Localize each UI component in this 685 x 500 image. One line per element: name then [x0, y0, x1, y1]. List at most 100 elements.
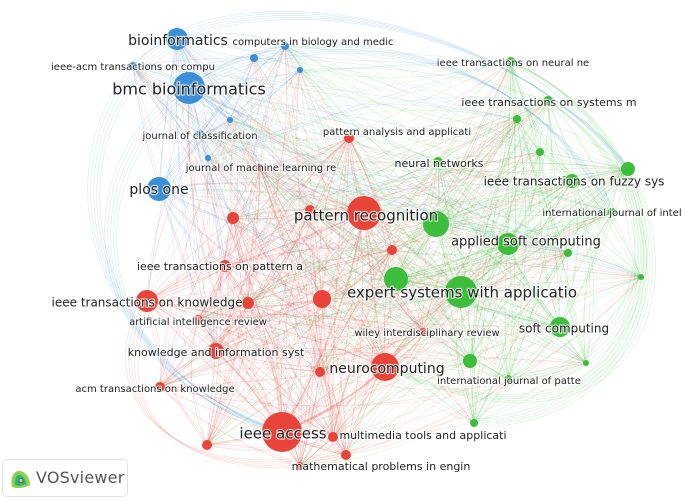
link-edge: [224, 265, 321, 373]
journal-node-ieee-tpami[interactable]: [219, 260, 231, 272]
link-edge: [207, 57, 255, 159]
journal-node-multimedia-tools[interactable]: [328, 432, 338, 442]
link-edge: [284, 45, 518, 120]
link-edge: [199, 69, 301, 135]
journal-node-math-problems[interactable]: [341, 450, 351, 460]
journal-node[interactable]: [305, 205, 315, 215]
link-edge: [176, 38, 475, 424]
journal-node[interactable]: [227, 117, 233, 123]
journal-node[interactable]: [513, 115, 521, 123]
journal-node-int-j-intel[interactable]: [608, 208, 616, 216]
link-edge: [132, 57, 255, 67]
link-edge: [469, 276, 642, 362]
link-edge: [332, 243, 509, 438]
journal-label-j-classification: journal of classification: [141, 131, 257, 142]
edge-layer: [87, 11, 656, 469]
link-edge: [395, 180, 573, 280]
journal-node[interactable]: [536, 148, 544, 156]
journal-node[interactable]: [250, 54, 258, 62]
journal-label-bmc-bioinformatics: bmc bioinformatics: [112, 80, 266, 99]
link-edge: [215, 350, 587, 364]
journal-node[interactable]: [227, 212, 239, 224]
journal-node-expert-systems[interactable]: [445, 276, 477, 308]
journal-label-ieee-access: ieee access: [239, 425, 326, 443]
journal-node-ieee-access[interactable]: [262, 412, 302, 452]
link-edge: [229, 119, 475, 424]
link-edge: [247, 223, 437, 304]
link-edge: [460, 168, 629, 293]
link-edge: [319, 137, 350, 300]
link-edge: [207, 157, 509, 380]
journal-node-pattern-recognition[interactable]: [347, 196, 381, 230]
journal-node-knowledge-info-syst[interactable]: [208, 343, 224, 359]
journal-node-ieee-tfs[interactable]: [565, 174, 579, 188]
link-edge: [224, 265, 347, 456]
journal-node[interactable]: [564, 249, 572, 257]
journal-node[interactable]: [470, 419, 478, 427]
journal-node-wiley-review[interactable]: [419, 328, 427, 336]
journal-node-jmlr[interactable]: [256, 164, 264, 172]
link-edge: [259, 167, 347, 456]
link-edge: [473, 252, 569, 424]
journal-node[interactable]: [621, 162, 635, 176]
journal-node-neurocomputing[interactable]: [371, 353, 399, 381]
link-edge: [299, 371, 321, 467]
journal-node-neural-networks[interactable]: [433, 157, 443, 167]
link-edge: [309, 209, 393, 251]
link-edge: [516, 118, 587, 364]
journal-node-ieee-tsmc[interactable]: [543, 96, 553, 106]
link-edge: [159, 265, 226, 388]
link-edge: [276, 209, 311, 433]
journal-node-plos-one[interactable]: [147, 177, 171, 201]
journal-node[interactable]: [297, 67, 303, 73]
link-edge: [319, 324, 561, 373]
journal-node-ieee-tkde[interactable]: [136, 290, 158, 312]
link-edge: [247, 279, 462, 304]
journal-node[interactable]: [296, 462, 304, 470]
journal-node-ai-review[interactable]: [193, 315, 203, 325]
journal-node-ieee-tnn[interactable]: [506, 57, 516, 67]
journal-node[interactable]: [638, 274, 644, 280]
journal-node[interactable]: [497, 233, 519, 255]
journal-node-ieee-acm-tcbb[interactable]: [129, 62, 137, 70]
link-edge: [460, 211, 613, 293]
journal-node[interactable]: [387, 245, 397, 255]
link-edge: [215, 350, 321, 373]
journal-label-ieee-tfs: ieee transactions on fuzzy sys: [484, 175, 665, 189]
journal-node-comp-bio-med[interactable]: [281, 42, 289, 50]
link-edge: [395, 243, 509, 280]
link-edge: [224, 265, 475, 424]
journal-node[interactable]: [205, 155, 211, 161]
journal-node[interactable]: [242, 297, 254, 309]
journal-node[interactable]: [313, 290, 331, 308]
link-edge: [284, 45, 541, 153]
link-edge: [199, 133, 222, 446]
link-edge: [170, 11, 623, 166]
journal-node-bioinformatics[interactable]: [166, 28, 188, 50]
journal-node[interactable]: [202, 440, 212, 450]
link-edge: [207, 109, 518, 159]
journal-node-soft-computing[interactable]: [550, 317, 570, 337]
link-edge: [253, 57, 393, 251]
link-edge: [206, 209, 311, 446]
link-edge: [299, 69, 642, 278]
link-edge: [345, 291, 462, 456]
journal-node-j-classification[interactable]: [196, 130, 204, 138]
link-edge: [215, 180, 573, 352]
link-edge: [197, 137, 350, 321]
journal-node[interactable]: [583, 360, 589, 366]
link-edge: [259, 167, 311, 211]
journal-node[interactable]: [315, 367, 325, 377]
journal-node-bmc-bioinformatics[interactable]: [173, 72, 205, 104]
link-edge: [188, 87, 217, 352]
link-edge: [309, 209, 561, 328]
journal-node-pattern-analysis[interactable]: [344, 133, 354, 143]
journal-node[interactable]: [463, 354, 477, 368]
journal-node-int-j-patte[interactable]: [504, 375, 512, 383]
journal-node-applied-soft-computing[interactable]: [423, 211, 449, 237]
link-edge: [281, 243, 509, 433]
journal-node[interactable]: [384, 267, 408, 291]
link-edge: [319, 161, 439, 373]
journal-node-acm-tkdd[interactable]: [155, 382, 165, 392]
link-edge: [395, 211, 613, 280]
